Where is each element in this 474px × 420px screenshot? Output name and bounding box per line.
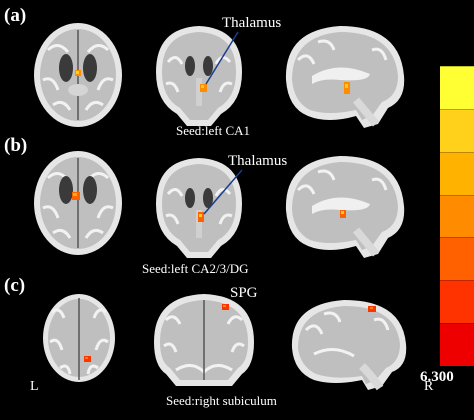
seed-label-a: Seed:left CA1	[176, 123, 251, 138]
region-annotation-c: SPG	[230, 285, 258, 301]
brain-sagittal-slice-b	[285, 156, 405, 258]
region-annotation-b: Thalamus	[228, 153, 288, 169]
brain-sagittal-slice-a	[285, 26, 405, 128]
panel-label-a: (a)	[4, 5, 27, 26]
brain-axial-slice-c	[43, 294, 115, 382]
colorbar-swatch	[440, 108, 474, 152]
brain-coronal-slice-b	[156, 158, 242, 258]
brain-coronal-slice-a	[156, 26, 242, 126]
region-annotation-a: Thalamus	[222, 15, 282, 31]
colorbar-swatch	[440, 323, 474, 367]
orientation-left-label: L	[30, 379, 39, 394]
colorbar-swatch	[440, 194, 474, 238]
colorbar-swatch	[440, 280, 474, 324]
seed-label-c: Seed:right subiculum	[166, 393, 277, 408]
annotation-pointer-a	[205, 31, 239, 85]
colorbar-swatch	[440, 237, 474, 281]
colorbar-swatch	[440, 151, 474, 195]
colorbar	[440, 66, 474, 367]
brain-sagittal-slice-c	[291, 300, 407, 391]
colorbar-swatch	[440, 66, 474, 109]
brain-coronal-slice-c	[154, 294, 254, 386]
brain-axial-slice-b	[34, 151, 122, 255]
panel-label-b: (b)	[4, 135, 28, 156]
colorbar-max-label: 13.338	[420, 49, 462, 65]
annotation-pointer-b	[203, 169, 243, 215]
colorbar-min-label: 6.300	[420, 369, 454, 385]
panel-label-c: (c)	[4, 275, 26, 296]
seed-label-b: Seed:left CA2/3/DG	[142, 261, 249, 276]
orientation-right-label: R	[424, 379, 434, 394]
brain-axial-slice-a	[34, 23, 122, 127]
